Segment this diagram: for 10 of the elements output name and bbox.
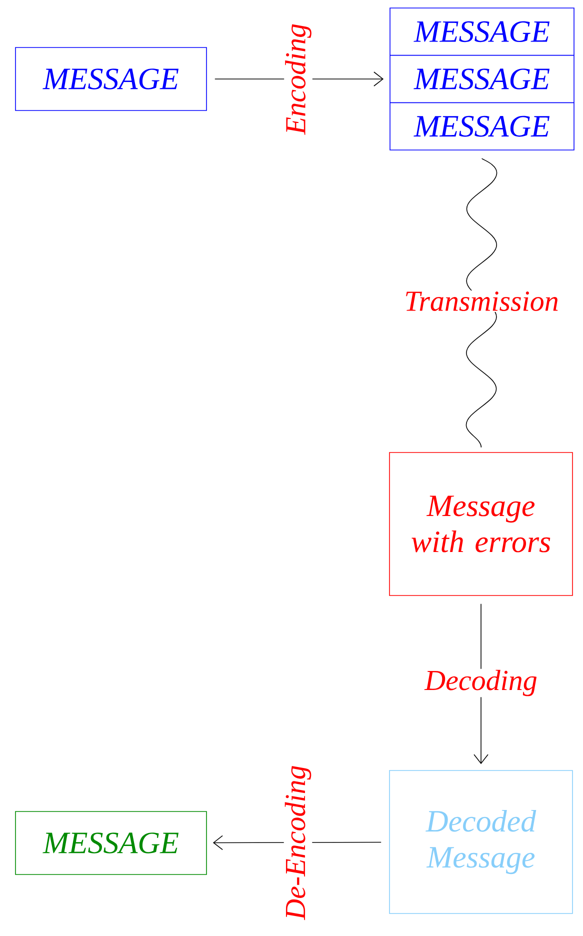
message-box: Message with errors — [389, 452, 573, 596]
edge-label: De-Encoding — [284, 764, 312, 921]
edge-label: Decoding — [424, 668, 538, 698]
message-box: MESSAGE — [15, 47, 207, 111]
wavy-line — [466, 158, 498, 448]
edge-label: Transmission — [403, 290, 560, 312]
message-stack: MESSAGE MESSAGE MESSAGE — [390, 8, 574, 150]
message-box: Decoded Message — [389, 770, 573, 914]
message-box: MESSAGE — [15, 811, 207, 875]
edge-label: Encoding — [284, 22, 312, 136]
